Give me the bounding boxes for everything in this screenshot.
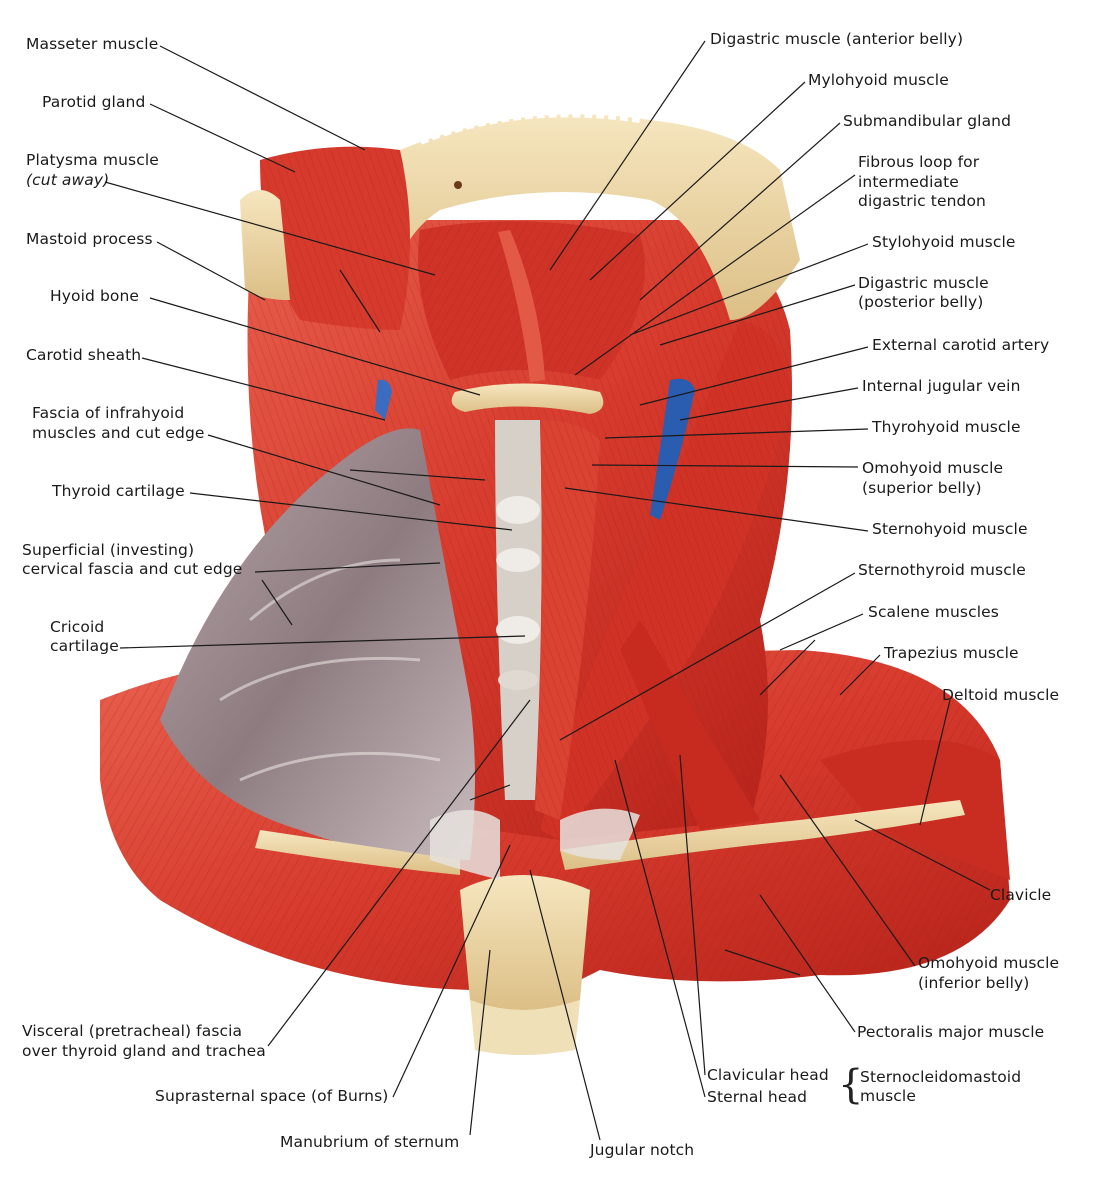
label-digastric-anterior: Digastric muscle (anterior belly) [710, 30, 964, 48]
leader-line-stern_head [614, 759, 706, 1098]
leader-line-mastoid [156, 241, 266, 301]
label-digastric-posterior-2: (posterior belly) [858, 293, 984, 311]
label-fibrous-loop-2: intermediate [858, 173, 959, 191]
leader-line-thyrohy [604, 428, 869, 439]
leader-line-hyoid [149, 297, 481, 396]
leader-line-sternoth [559, 572, 856, 741]
leader-line-parotid [149, 103, 296, 173]
leader-line-dig_post [659, 284, 856, 346]
leader-line-fascia [207, 434, 441, 506]
label-trapezius: Trapezius muscle [884, 644, 1019, 662]
hyoid-bone [451, 383, 604, 414]
label-jugular-notch: Jugular notch [590, 1141, 695, 1159]
internal-jugular-vein [650, 378, 695, 520]
manubrium [460, 875, 590, 1010]
digastric-anterior [498, 230, 545, 382]
leader-line-carotid [141, 357, 386, 421]
label-omohyoid-superior-2: (superior belly) [862, 479, 982, 497]
label-submandibular: Submandibular gland [843, 112, 1012, 130]
leader-line-platysma [104, 181, 436, 276]
label-fascia-infrahyoid-2: muscles and cut edge [32, 424, 205, 442]
label-cricoid-2: cartilage [50, 637, 119, 655]
label-internal-jugular: Internal jugular vein [862, 377, 1021, 395]
leader-line-pector2 [724, 949, 801, 976]
leader-line-platysma2 [339, 269, 381, 333]
leader-line-omo_inf [779, 774, 916, 967]
label-carotid-sheath: Carotid sheath [26, 346, 142, 364]
leader-line-omo_sup [591, 464, 859, 468]
leader-line-fascia2 [349, 469, 486, 481]
label-fibrous-loop-3: digastric tendon [858, 192, 986, 210]
leader-line-visceral2 [469, 784, 511, 801]
leader-line-clavicle [854, 819, 991, 891]
label-pectoralis-major: Pectoralis major muscle [857, 1023, 1045, 1041]
leader-line-scalene [779, 613, 864, 651]
clavicle [560, 800, 965, 870]
leader-line-superficial2 [261, 579, 293, 626]
leader-line-pector [759, 894, 856, 1033]
label-sternocleidomastoid-1: Sternocleidomastoid [860, 1068, 1022, 1086]
leader-line-thyroid [189, 492, 513, 531]
label-stylohyoid: Stylohyoid muscle [872, 233, 1016, 251]
leader-line-cricoid [119, 635, 526, 649]
leader-line-fibrous [574, 174, 856, 376]
investing-fascia [160, 428, 475, 860]
label-digastric-posterior-1: Digastric muscle [858, 274, 989, 292]
mandible [385, 114, 800, 321]
label-cricoid-1: Cricoid [50, 618, 105, 636]
leader-line-trapez [839, 654, 881, 696]
leader-line-suprasternal [392, 844, 511, 1098]
leader-line-int_jug [679, 387, 859, 421]
label-superficial-fascia-1: Superficial (investing) [22, 541, 195, 559]
leader-line-mylo [589, 81, 806, 281]
brace-icon: { [838, 1062, 864, 1108]
label-external-carotid: External carotid artery [872, 336, 1050, 354]
label-sternal-head: Sternal head [707, 1088, 808, 1106]
leader-line-dig_ant [549, 40, 706, 271]
label-sternothyroid: Sternothyroid muscle [858, 561, 1026, 579]
label-visceral-fascia-1: Visceral (pretracheal) fascia [22, 1022, 243, 1040]
label-manubrium: Manubrium of sternum [280, 1133, 460, 1151]
label-deltoid: Deltoid muscle [942, 686, 1060, 704]
label-omohyoid-inferior-2: (inferior belly) [918, 974, 1030, 992]
label-omohyoid-inferior-1: Omohyoid muscle [918, 954, 1060, 972]
label-fibrous-loop-1: Fibrous loop for [858, 153, 980, 171]
label-sternocleidomastoid-2: muscle [860, 1087, 916, 1105]
label-thyroid-cartilage: Thyroid cartilage [52, 482, 185, 500]
label-clavicle: Clavicle [990, 886, 1052, 904]
label-mylohyoid: Mylohyoid muscle [808, 71, 949, 89]
label-masseter-muscle: Masseter muscle [26, 35, 159, 53]
leader-line-visceral [267, 699, 531, 1047]
leader-lines [104, 40, 991, 1141]
label-suprasternal-space: Suprasternal space (of Burns) [155, 1087, 389, 1105]
leader-line-stylo [629, 243, 869, 336]
leader-line-clav_head [679, 754, 706, 1076]
label-thyrohyoid: Thyrohyoid muscle [872, 418, 1021, 436]
leader-line-ext_car [639, 346, 869, 406]
leader-line-sternohy [564, 487, 869, 532]
label-mastoid-process: Mastoid process [26, 230, 153, 248]
label-parotid-gland: Parotid gland [42, 93, 146, 111]
leader-line-scalene2 [759, 639, 816, 696]
label-superficial-fascia-2: cervical fascia and cut edge [22, 560, 243, 578]
label-omohyoid-superior-1: Omohyoid muscle [862, 459, 1004, 477]
leader-line-deltoid [919, 699, 951, 826]
label-platysma-muscle: Platysma muscle [26, 151, 159, 169]
label-clavicular-head: Clavicular head [707, 1066, 829, 1084]
label-sternohyoid: Sternohyoid muscle [872, 520, 1028, 538]
label-scalene: Scalene muscles [868, 603, 999, 621]
label-platysma-note: (cut away) [26, 171, 110, 189]
label-hyoid-bone: Hyoid bone [50, 287, 140, 305]
leader-line-masseter [159, 45, 366, 151]
leader-line-manubrium [469, 949, 491, 1136]
label-fascia-infrahyoid-1: Fascia of infrahyoid [32, 404, 185, 422]
leader-line-jugular [529, 869, 601, 1141]
leader-line-submand [639, 122, 841, 301]
label-visceral-fascia-2: over thyroid gland and trachea [22, 1042, 266, 1060]
leader-line-superficial [254, 562, 441, 573]
